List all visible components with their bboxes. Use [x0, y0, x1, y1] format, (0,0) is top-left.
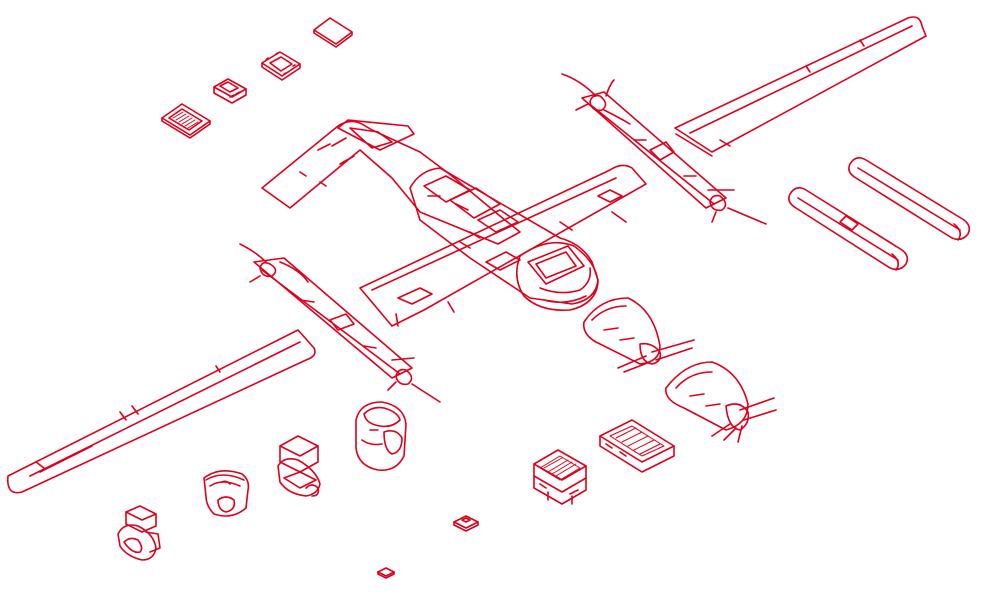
pusher-motor-front — [582, 297, 695, 373]
fuselage — [261, 119, 647, 327]
sensor-chip-tiny — [377, 567, 395, 579]
memory-card — [313, 17, 353, 48]
pusher-motor-rear — [665, 361, 777, 443]
payload-module — [533, 449, 587, 505]
flight-chip — [261, 51, 301, 81]
battery-pack-a — [788, 186, 909, 271]
gimbal-camera-dome — [355, 401, 407, 472]
left-main-wing — [6, 329, 316, 494]
battery-pack-b — [848, 156, 971, 241]
right-main-wing — [674, 16, 927, 157]
circuit-board-small — [161, 103, 211, 139]
gimbal-camera-round — [203, 470, 250, 517]
gimbal-camera-box — [277, 435, 321, 497]
gimbal-camera-small — [117, 505, 161, 561]
radio-module — [599, 419, 675, 473]
left-rotor-boom — [239, 243, 441, 403]
right-rotor-boom — [561, 73, 767, 225]
connector-module — [213, 78, 247, 104]
sensor-chip-small — [453, 515, 479, 532]
